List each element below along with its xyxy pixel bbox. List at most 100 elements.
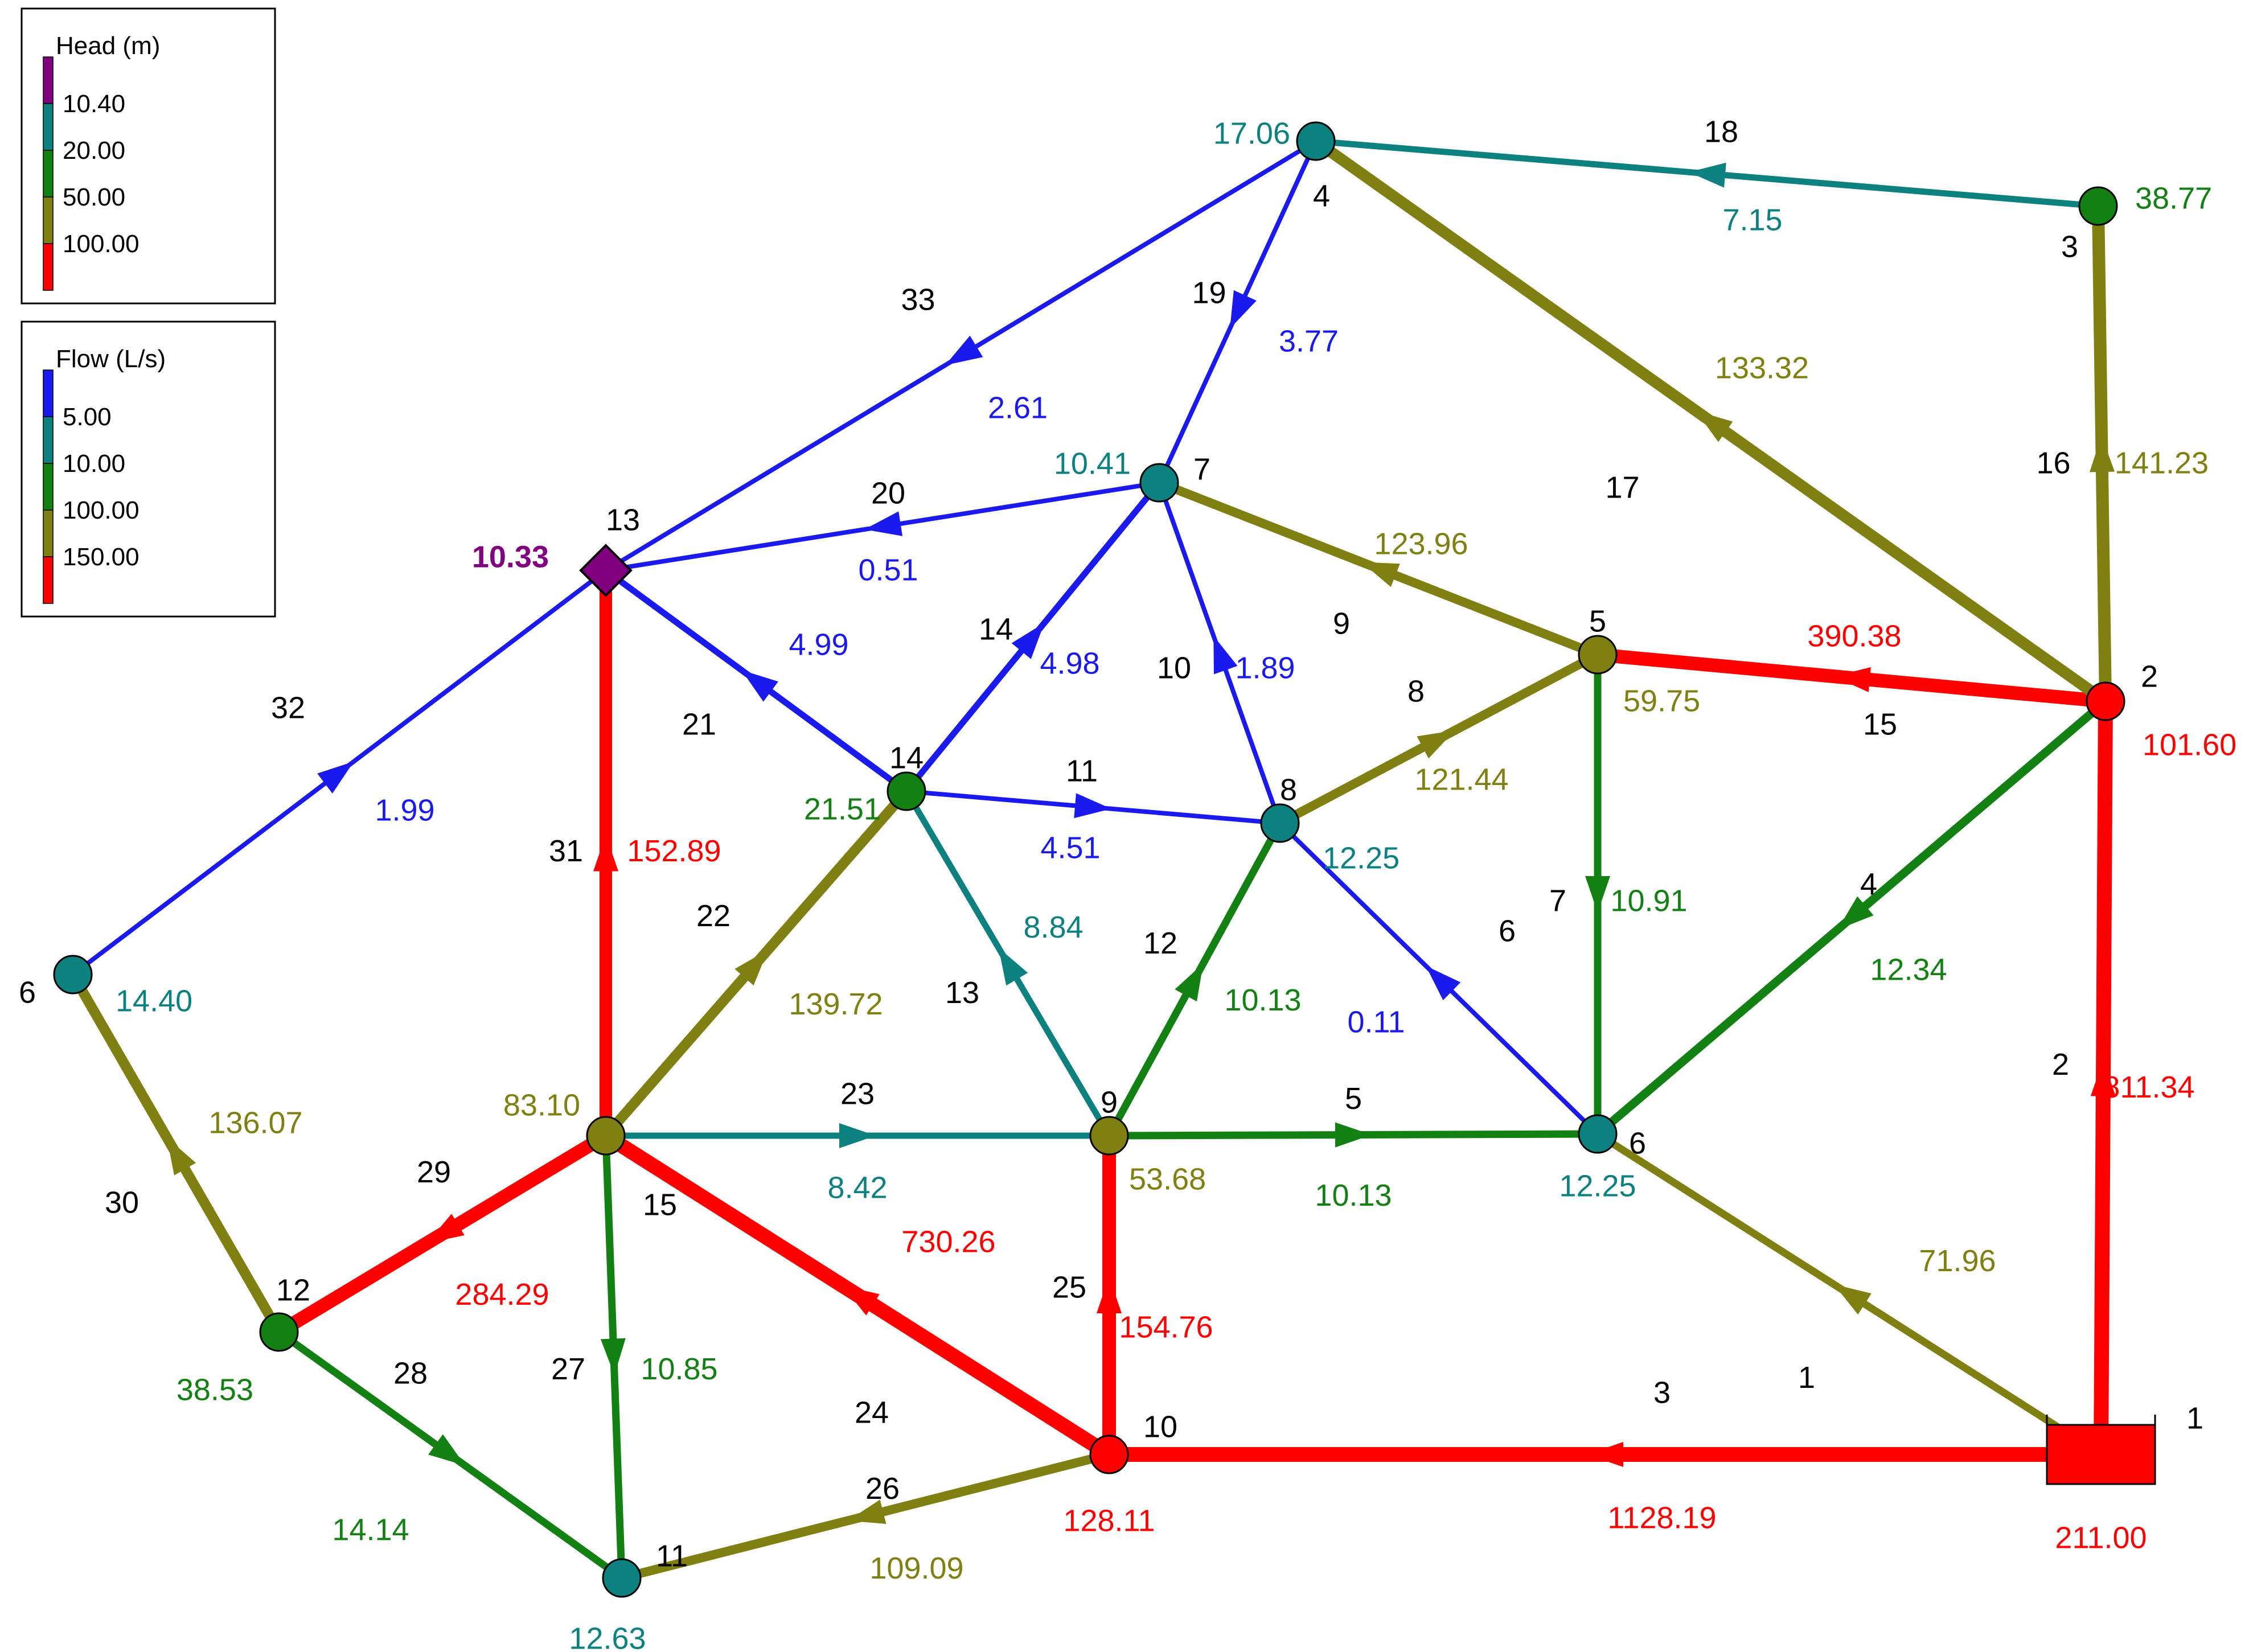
pipe-21[interactable]: 214.99 (604, 568, 909, 794)
pipe-id-label: 23 (840, 1076, 875, 1111)
junction-icon[interactable] (1089, 1116, 1129, 1156)
node-head-label: 21.51 (804, 792, 881, 826)
node-9[interactable]: 953.68 (1089, 1085, 1206, 1196)
pipe-flow-label: 136.07 (208, 1106, 302, 1140)
legend-flow-label: 10.00 (63, 450, 125, 478)
node-head-label: 101.60 (2143, 728, 2236, 762)
node-6[interactable]: 612.25 (1559, 1114, 1646, 1203)
flow-arrow-icon (1696, 410, 1733, 442)
junction-icon[interactable] (1260, 803, 1300, 843)
legend-flow-title: Flow (L/s) (56, 345, 166, 373)
pipe-id-label: 21 (682, 707, 716, 741)
junction-icon[interactable] (1578, 635, 1618, 675)
junction-icon[interactable] (1296, 121, 1336, 161)
legend-flow-swatch (43, 556, 54, 604)
node-7[interactable]: 710.41 (1054, 446, 1210, 503)
flow-arrow-icon (317, 761, 354, 794)
flow-arrow-icon (847, 1499, 887, 1524)
pipe-20[interactable]: 200.51 (605, 476, 1160, 587)
node-5[interactable]: 559.75 (1578, 604, 1700, 718)
node-3[interactable]: 338.77 (2061, 181, 2212, 264)
pipe-1[interactable]: 171.96 (1595, 1131, 2103, 1458)
legend-flow-swatch (43, 463, 54, 511)
pipe-flow-label: 2.61 (988, 391, 1048, 425)
flow-arrow-icon (167, 1137, 196, 1176)
pipe-id-label: 32 (271, 691, 305, 725)
node-head-label: 83.10 (503, 1088, 580, 1122)
pipe-id-label: 2 (2052, 1047, 2069, 1082)
junction-icon[interactable] (2086, 681, 2125, 721)
pipe-14[interactable]: 144.98 (904, 480, 1162, 794)
node-4[interactable]: 417.06 (1213, 116, 1336, 213)
flow-arrow-icon (1011, 623, 1045, 659)
reservoir-icon[interactable] (2046, 1424, 2156, 1485)
pipe-id-label: 7 (1549, 883, 1566, 918)
junction-icon[interactable] (1139, 463, 1179, 503)
legend-flow-label: 100.00 (63, 496, 139, 524)
junction-icon[interactable] (53, 955, 93, 995)
legend-head-swatch (43, 196, 54, 244)
pipe-13[interactable]: 138.84 (904, 790, 1112, 1137)
junction-icon[interactable] (586, 1116, 626, 1156)
pipe-4[interactable]: 412.34 (1595, 698, 2108, 1137)
flow-arrow-icon (1213, 635, 1238, 675)
tank-icon[interactable] (579, 544, 633, 597)
pipe-flow-label: 0.11 (1347, 1005, 1405, 1039)
pipe-id-label: 5 (1345, 1082, 1362, 1116)
pipe-id-label: 33 (901, 282, 935, 317)
pipe-5[interactable]: 510.13 (1109, 1082, 1598, 1213)
pipe-6[interactable]: 60.11 (1278, 821, 1599, 1136)
flow-arrow-icon (842, 1285, 880, 1316)
junction-icon[interactable] (887, 771, 926, 811)
pipe-id-label: 19 (1192, 276, 1226, 310)
pipe-11[interactable]: 114.51 (906, 754, 1281, 865)
node-id-label: 7 (1193, 452, 1210, 486)
node-8[interactable]: 812.25 (1260, 772, 1400, 875)
flow-arrow-icon (839, 1123, 876, 1148)
legend-head-label: 20.00 (63, 137, 125, 165)
pipe-23[interactable]: 238.42 (606, 1076, 1109, 1205)
junction-icon[interactable] (2078, 186, 2118, 226)
pipe-18[interactable]: 187.15 (1315, 114, 2099, 237)
junction-icon[interactable] (602, 1558, 642, 1598)
junction-icon[interactable] (259, 1312, 299, 1352)
pipe-32[interactable]: 321.99 (71, 568, 608, 977)
pipe-19[interactable]: 193.77 (1157, 140, 1339, 484)
pipe-flow-label: 284.29 (455, 1277, 549, 1312)
flow-arrow-icon (1097, 1277, 1122, 1313)
junction-icon[interactable] (1089, 1435, 1129, 1474)
pipe-33[interactable]: 332.61 (604, 139, 1318, 573)
pipe-id-label: 31 (549, 834, 583, 868)
pipe-id-label: 1 (1798, 1361, 1815, 1395)
junction-icon[interactable] (1578, 1114, 1618, 1154)
